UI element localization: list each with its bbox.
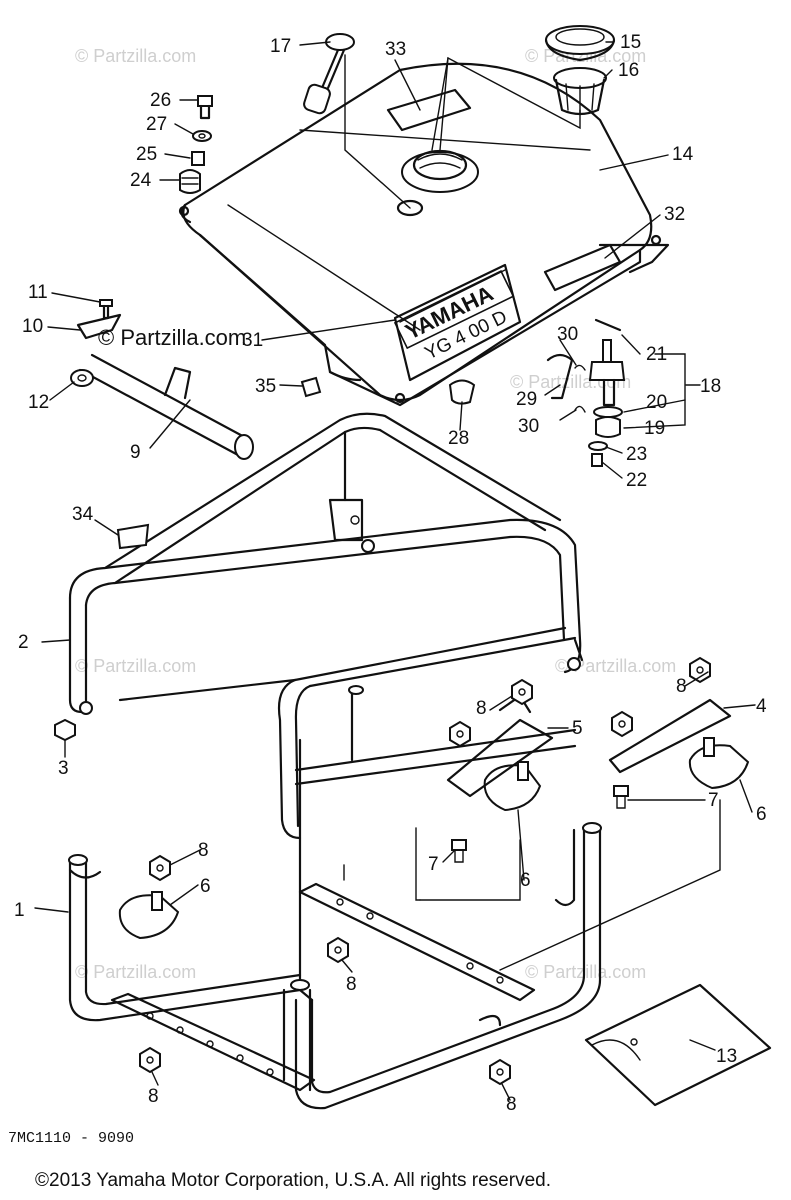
callout: 8 [506,1094,517,1115]
callout: 30 [557,324,578,345]
nut-8h [689,656,711,684]
callout: 14 [672,144,694,165]
callout: 25 [136,144,157,165]
diagram-code: 7MC1110 - 9090 [8,1130,134,1147]
leader-lines [34,41,756,1101]
callout: 8 [676,676,687,697]
callout: 32 [664,204,685,225]
watermarks: © Partzilla.com © Partzilla.com © Partzi… [75,46,676,982]
nut-8b [327,936,349,964]
callout: 8 [198,840,209,861]
callout: 8 [148,1086,159,1107]
callout: 17 [270,36,291,57]
callout: 26 [150,90,171,111]
leader-line [439,56,581,151]
nut-8e [449,720,471,748]
stay-9 [70,299,254,460]
bolt-3 [54,718,76,742]
callout: 11 [28,282,48,303]
watermark: © Partzilla.com [525,962,646,982]
callout: 29 [516,389,537,410]
callout: 9 [130,442,141,463]
nut-8a [149,854,171,882]
callout: 24 [130,170,152,191]
callout: 27 [146,114,167,135]
callout: 3 [58,758,69,779]
callout: 16 [618,60,639,81]
callout: 30 [518,416,539,437]
callout: 7 [708,790,719,811]
callout: 20 [646,392,667,413]
engine-mount-6b [483,761,542,812]
callout: 7 [428,854,439,875]
engine-mount-6a [118,891,180,940]
callout: 5 [572,718,583,739]
bolt-35 [300,376,322,398]
callouts: 17 33 15 16 26 27 25 24 14 32 11 10 12 9… [14,32,767,1115]
callout: 8 [346,974,357,995]
fastener-stack-24-27 [179,95,213,194]
frame-1 [68,685,721,1110]
copyright-notice: ©2013 Yamaha Motor Corporation, U.S.A. A… [35,1170,551,1191]
watermark-bold: © Partzilla.com [98,325,246,350]
callout: 6 [200,876,211,897]
callout: 31 [242,330,263,351]
watermark: © Partzilla.com [75,962,196,982]
nut-8c [139,1046,161,1074]
cushion-28 [448,379,476,405]
callout: 23 [626,444,647,465]
watermark: © Partzilla.com [525,46,646,66]
watermark: © Partzilla.com [75,46,196,66]
nut-8g [511,678,533,706]
callout: 18 [700,376,721,397]
callout: 15 [620,32,641,53]
callout: 34 [72,504,94,525]
cover-13 [584,983,772,1107]
fuel-tank: YAMAHA YG 4 00 D [178,62,670,407]
callout: 19 [644,418,665,439]
frame-2 [68,412,584,840]
fuel-gauge-17 [303,33,411,209]
callout: 8 [476,698,487,719]
callout: 13 [716,1046,737,1067]
nut-8f [611,710,633,738]
bolt-7a [613,785,629,809]
callout: 6 [520,870,531,891]
callout: 12 [28,392,49,413]
callout: 6 [756,804,767,825]
engine-mount-6c [688,737,750,790]
callout: 22 [626,470,647,491]
callout: 28 [448,428,469,449]
bolt-7b [451,839,467,863]
fuel-cap-15 [544,25,616,62]
callout: 4 [756,696,767,717]
bracket-5 [446,718,554,798]
callout: 33 [385,39,406,60]
nut-8d [489,1058,511,1086]
watermark: © Partzilla.com [555,656,676,676]
label-34 [116,523,150,550]
callout: 2 [18,632,29,653]
bracket-4 [608,698,732,774]
callout: 10 [22,316,43,337]
callout: 21 [646,344,667,365]
callout: 1 [14,900,25,921]
callout: 35 [255,376,276,397]
watermark: © Partzilla.com [75,656,196,676]
